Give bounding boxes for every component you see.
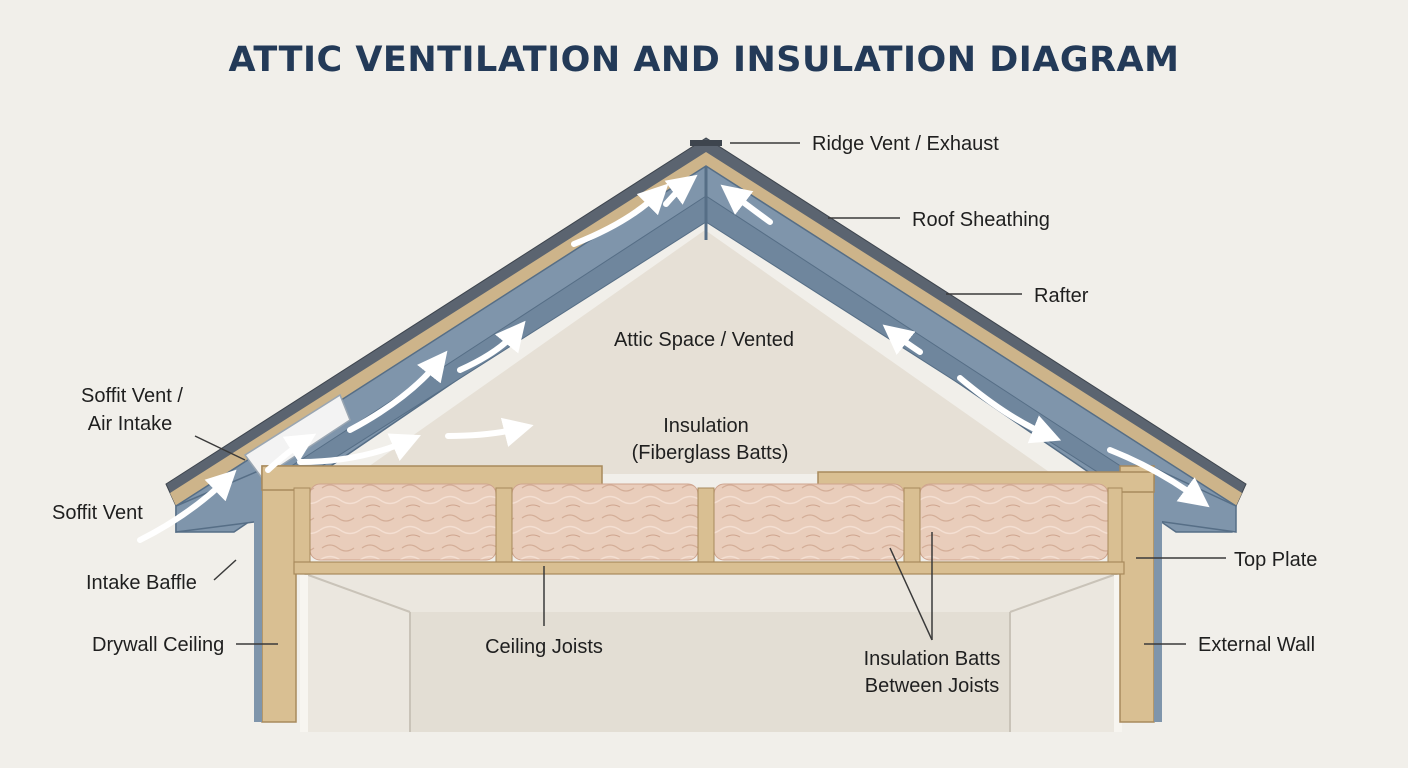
airflow-right-rafter-mid: [882, 324, 923, 355]
airflow-left-rafter-upper: [571, 183, 669, 247]
label-attic-space: Attic Space / Vented: [614, 329, 794, 351]
drywall-ceiling-board: [293, 561, 1125, 575]
label-insulation-line1: Insulation: [663, 415, 749, 437]
labels: Ridge Vent / Exhaust Roof Sheathing Raft…: [52, 133, 1317, 697]
label-top-plate: Top Plate: [1234, 549, 1317, 571]
airflow-ridge-right: [720, 184, 773, 225]
label-rafter: Rafter: [1034, 285, 1089, 307]
label-insulation-line2: (Fiberglass Batts): [632, 442, 789, 464]
label-batts-line1: Insulation Batts: [864, 648, 1001, 670]
airflow-ridge-left: [663, 174, 698, 207]
leader-batts-a: [889, 547, 933, 641]
label-drywall-ceiling: Drywall Ceiling: [92, 634, 224, 656]
wall-siding-left: [254, 484, 262, 722]
room-back-wall: [410, 612, 1010, 732]
label-ceiling-joists: Ceiling Joists: [485, 636, 603, 658]
label-soffit-intake-line2: Air Intake: [88, 413, 172, 435]
label-soffit-intake-line1: Soffit Vent /: [81, 385, 183, 407]
label-external-wall: External Wall: [1198, 634, 1315, 656]
ceiling-joist-4: [903, 487, 921, 565]
label-roof-sheathing: Roof Sheathing: [912, 209, 1050, 231]
label-ridge-vent: Ridge Vent / Exhaust: [812, 133, 999, 155]
label-batts-line2: Between Joists: [865, 675, 1000, 697]
room-inner-trim-right: [1114, 575, 1122, 732]
airflow-baffle-lower: [265, 433, 317, 473]
room-perspective-left: [299, 571, 411, 613]
ceiling-joist-5: [1107, 487, 1123, 565]
ceiling-joist-1: [293, 487, 311, 565]
external-wall-left: [261, 465, 297, 723]
wall-siding-right: [1154, 484, 1162, 722]
ceiling-joist-3: [697, 487, 715, 565]
airflow-baffle-upper: [297, 433, 421, 465]
airflow-arrows: [137, 174, 1210, 543]
insulation-batt-1: [309, 483, 497, 561]
airflow-left-rafter-mid: [457, 320, 526, 373]
airflow-right-rafter-lower: [957, 375, 1062, 444]
insulation-batt-3: [713, 483, 905, 561]
attic-space: [358, 230, 1052, 474]
airflow-attic-floor: [445, 417, 534, 447]
diagram-title: ATTIC VENTILATION AND INSULATION DIAGRAM: [228, 40, 1180, 80]
room-inner-trim-left: [300, 575, 308, 732]
external-wall-right: [1119, 465, 1155, 723]
room-perspective-right: [1009, 571, 1123, 613]
label-soffit-vent: Soffit Vent: [52, 502, 143, 524]
airflow-right-eave: [1107, 447, 1210, 508]
leader-intake-baffle: [213, 559, 237, 581]
leader-soffit-intake: [194, 435, 246, 461]
airflow-soffit-intake: [137, 469, 237, 543]
leader-lines: [194, 142, 1226, 645]
airflow-left-rafter-lower: [347, 350, 448, 433]
insulation-batt-4: [919, 483, 1109, 561]
label-intake-baffle: Intake Baffle: [86, 572, 197, 594]
ceiling-joist-2: [495, 487, 513, 565]
insulation-batt-2: [511, 483, 699, 561]
